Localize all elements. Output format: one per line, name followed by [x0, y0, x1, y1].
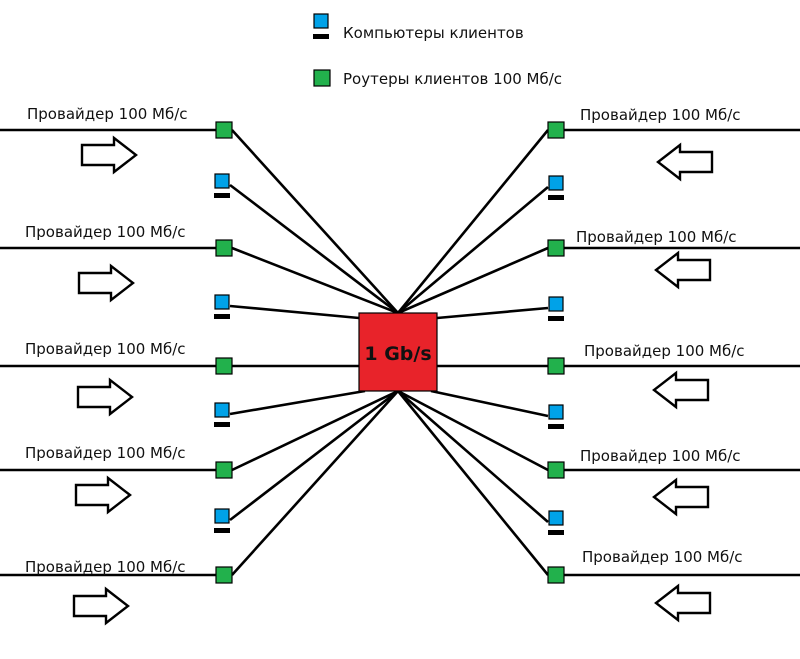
router-icon-left-2	[215, 239, 233, 257]
link-right-router-4	[397, 389, 549, 472]
right-arrow-icon-3	[76, 377, 134, 417]
provider-label-left-3: Провайдер 100 Мб/с	[25, 340, 186, 358]
computer-icon-left-3	[214, 402, 230, 427]
link-right-computer-1	[397, 186, 549, 314]
legend-computers-label: Компьютеры клиентов	[343, 24, 524, 42]
right-arrow-icon-2	[77, 263, 135, 303]
left-arrow-icon-3	[652, 370, 710, 410]
provider-label-right-1: Провайдер 100 Мб/с	[580, 106, 741, 124]
link-right-computer-4	[397, 390, 549, 523]
provider-lines	[0, 128, 800, 577]
legend-routers-label: Роутеры клиентов 100 Мб/с	[343, 70, 562, 88]
link-left-computer-3	[229, 389, 366, 416]
provider-label-right-2: Провайдер 100 Мб/с	[576, 228, 737, 246]
left-arrow-icon-4	[652, 477, 710, 517]
link-right-computer-2	[436, 306, 549, 320]
hub: 1 Gb/s	[358, 312, 438, 392]
computer-icon-left-4	[214, 508, 230, 533]
router-icon-right-4	[547, 461, 565, 479]
hub-box	[358, 312, 438, 392]
provider-label-right-4: Провайдер 100 Мб/с	[580, 447, 741, 465]
computer-icon-left-1	[214, 173, 230, 198]
right-arrow-icon-4	[74, 475, 132, 515]
link-left-computer-4	[229, 389, 399, 522]
hub-label: 1 Gb/s	[364, 343, 431, 365]
router-icon-right-5	[547, 566, 565, 584]
legend-router-icon	[313, 69, 331, 87]
router-icon-right-2	[547, 239, 565, 257]
link-left-router-2	[231, 246, 399, 315]
link-left-computer-1	[229, 183, 399, 315]
left-arrow-icon-2	[654, 250, 712, 290]
router-icon-left-5	[215, 566, 233, 584]
router-icon-left-4	[215, 461, 233, 479]
hub-links	[229, 129, 550, 576]
provider-label-right-5: Провайдер 100 Мб/с	[582, 548, 743, 566]
link-right-router-1	[396, 129, 550, 314]
left-arrow-icon-5	[654, 583, 712, 623]
provider-label-left-4: Провайдер 100 Мб/с	[25, 444, 186, 462]
computer-icon-right-3	[548, 404, 564, 429]
link-left-router-5	[231, 390, 399, 576]
computer-icon-left-2	[214, 294, 230, 319]
link-right-router-2	[397, 246, 549, 315]
right-arrow-icon-5	[72, 586, 130, 626]
legend-computer-icon	[313, 13, 329, 39]
link-left-router-4	[231, 389, 399, 472]
right-arrow-icon-1	[80, 135, 138, 175]
link-left-computer-2	[229, 304, 360, 320]
link-right-router-5	[396, 390, 550, 576]
router-icon-left-1	[215, 121, 233, 139]
provider-label-left-2: Провайдер 100 Мб/с	[25, 223, 186, 241]
computer-icon-right-4	[548, 510, 564, 535]
computer-icon-right-2	[548, 296, 564, 321]
provider-label-left-5: Провайдер 100 Мб/с	[25, 558, 186, 576]
left-arrow-icon-1	[656, 142, 714, 182]
client-nodes	[214, 121, 565, 584]
computer-icon-right-1	[548, 175, 564, 200]
provider-label-left-1: Провайдер 100 Мб/с	[27, 105, 188, 123]
router-icon-right-1	[547, 121, 565, 139]
router-icon-left-3	[215, 357, 233, 375]
legend: Компьютеры клиентов Роутеры клиентов 100…	[313, 13, 562, 88]
provider-arrows	[72, 135, 714, 626]
link-left-router-1	[231, 129, 399, 314]
provider-label-right-3: Провайдер 100 Мб/с	[584, 342, 745, 360]
link-right-computer-3	[430, 389, 549, 418]
router-icon-right-3	[547, 357, 565, 375]
